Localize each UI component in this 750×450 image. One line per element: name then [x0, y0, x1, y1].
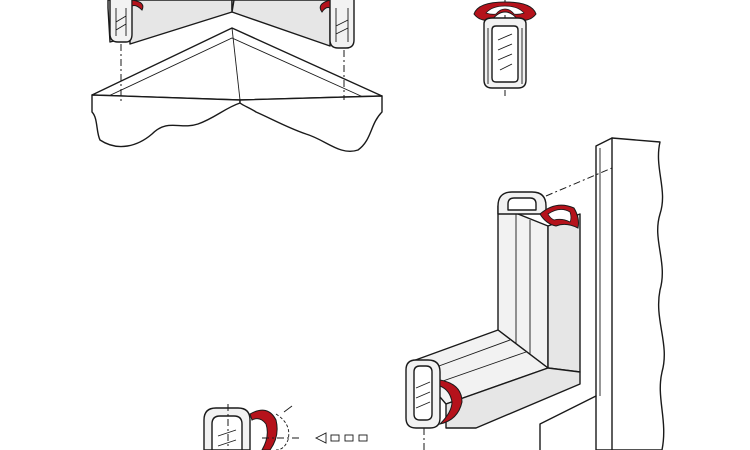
horizontal-arm-seal-bulb — [438, 379, 463, 425]
panel-miter-line — [231, 27, 241, 101]
arrow-head — [314, 432, 327, 444]
detail-bulb-deformed-outline — [275, 413, 290, 450]
right-end-fins — [335, 8, 349, 42]
cross-section-inner-slot — [491, 25, 519, 83]
vertical-arm-ribs — [515, 214, 531, 354]
horizontal-arm-end-fins — [415, 381, 431, 409]
vertical-arm-end-slot — [507, 197, 537, 211]
detail-outline-tick — [283, 405, 293, 413]
push-on-profile-detail — [203, 404, 368, 450]
vertical-arm-bulb-hollow — [547, 209, 572, 223]
cross-section-clamp-fins — [497, 33, 513, 71]
horizontal-arm-end-slot — [413, 365, 433, 421]
left-end-seal-bulb — [131, 0, 144, 11]
push-direction-arrow-icon — [314, 432, 368, 444]
detail-seal-bulb — [249, 409, 278, 450]
cross-section-steel-core — [487, 28, 523, 84]
vertical-arm-side — [547, 213, 581, 373]
projection-line-top — [545, 167, 613, 197]
wall-panel — [595, 137, 665, 450]
cross-section-bulb-hollow — [485, 5, 525, 15]
mitered-corner-edge-trim — [91, 0, 383, 152]
horizontal-arm-ribs — [427, 339, 527, 383]
arrow-tail-square-3 — [358, 434, 368, 442]
panel-top-edge-inner — [99, 37, 373, 102]
right-end-u-channel — [329, 0, 355, 49]
detail-clamp-fins — [217, 429, 237, 447]
left-end-u-channel — [109, 0, 133, 43]
arrow-tail-square-1 — [330, 434, 340, 442]
wall-bottom-return — [539, 395, 597, 450]
panel-front-left — [91, 94, 241, 148]
left-end-fins — [115, 8, 127, 36]
arrow-tail-square-2 — [344, 434, 354, 442]
trim-right-arm-side — [231, 0, 331, 47]
inside-corner-edge-trim — [405, 137, 665, 450]
right-end-seal-bulb — [319, 0, 331, 13]
panel-front-right — [239, 95, 383, 152]
profile-cross-section — [473, 0, 537, 96]
